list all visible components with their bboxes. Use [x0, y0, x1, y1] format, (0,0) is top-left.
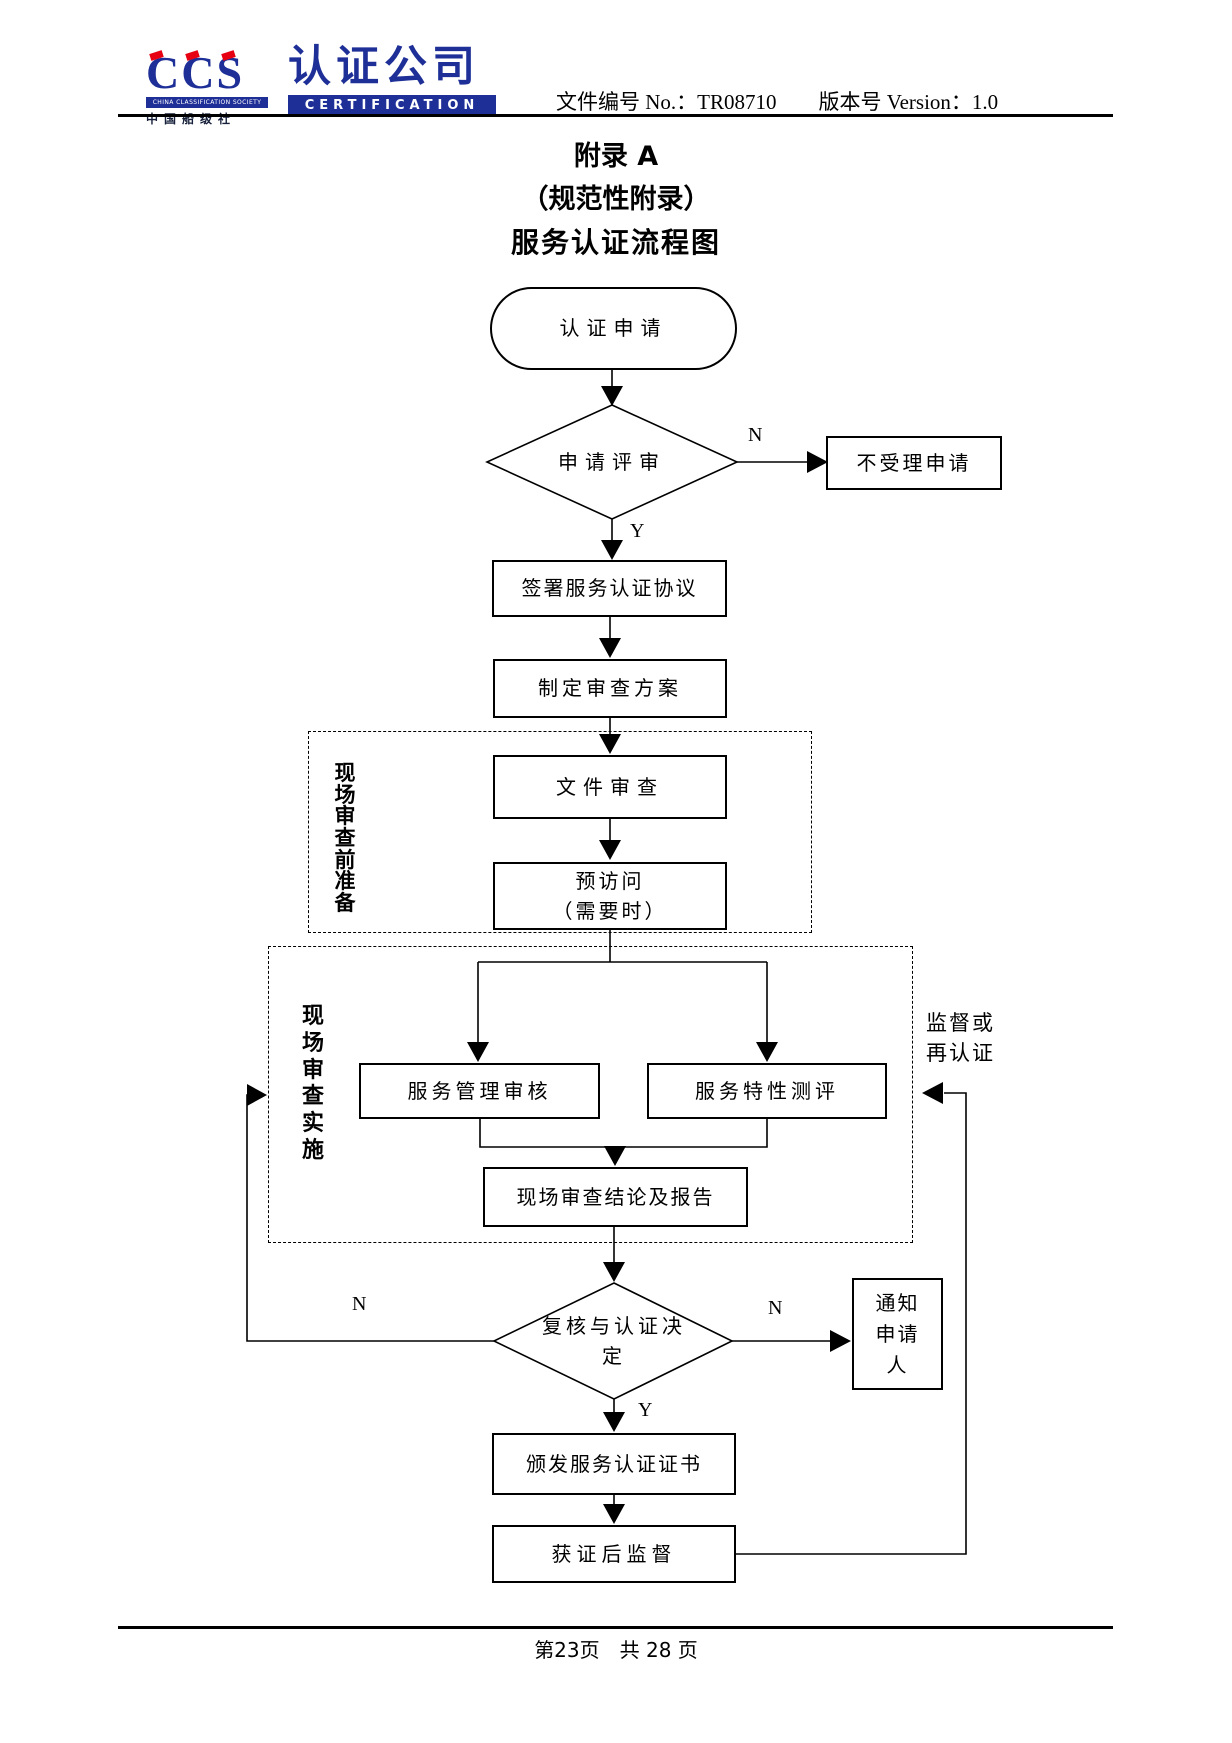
document-number: 文件编号 No.：TR08710 [556, 90, 777, 114]
group-pre-onsite-frame [308, 731, 812, 933]
arrowhead-supervision-into-onsite [922, 1082, 943, 1104]
logo-certification-cn: 认证公司 [288, 42, 480, 92]
label-n-decision-right: N [768, 1297, 783, 1319]
flowchart-title: 服务认证流程图 [510, 226, 721, 259]
node-reject-application: 不受理申请 [826, 436, 1002, 490]
node-post-certification-supervision: 获证后监督 [492, 1525, 736, 1583]
appendix-title: 附录 A [573, 141, 659, 172]
node-service-management-audit: 服务管理审核 [359, 1063, 600, 1119]
node-service-characteristic-eval: 服务特性测评 [647, 1063, 887, 1119]
group-pre-onsite-label: 现场审查前准备 [334, 761, 356, 915]
group-onsite-label: 现场审查实施 [301, 1004, 324, 1164]
document-version: 版本号 Version：1.0 [818, 90, 999, 114]
node-start: 认证申请 [490, 287, 737, 370]
node-review-certification-decision: 复核与认证决 定 [542, 1314, 686, 1368]
label-y-decision: Y [638, 1399, 653, 1421]
label-n-review: N [748, 424, 763, 446]
node-document-review: 文件审查 [493, 755, 727, 819]
arrowhead-into-notify [830, 1330, 851, 1352]
label-n-decision-left: N [352, 1293, 367, 1315]
arrowhead-into-reject [807, 451, 828, 473]
document-meta: 文件编号 No.：TR08710 版本号 Version：1.0 [556, 86, 998, 116]
arrowhead-into-decision [603, 1262, 625, 1282]
footer-rule [118, 1626, 1113, 1629]
logo-society-bar: CHINA CLASSIFICATION SOCIETY [146, 97, 268, 108]
label-supervision-recertification: 监督或 再认证 [926, 1011, 995, 1066]
appendix-subtitle: （规范性附录） [521, 184, 711, 215]
arrowhead-n-loop-into-onsite [247, 1084, 267, 1106]
node-pre-visit: 预访问 （需要时） [493, 862, 727, 930]
arrowhead-into-issue [603, 1412, 625, 1432]
arrowhead-into-sign [601, 540, 623, 560]
arrowhead-into-plan [599, 638, 621, 658]
logo-certification-en: CERTIFICATION [288, 95, 496, 116]
node-make-audit-plan: 制定审查方案 [493, 659, 727, 718]
label-y-review: Y [630, 520, 645, 542]
logo-chinese-name: 中国船级社 [146, 112, 237, 126]
arrowhead-into-review [601, 386, 623, 406]
page-number: 第23页 共 28 页 [534, 1638, 698, 1662]
header-rule [118, 114, 1113, 117]
node-issue-certificate: 颁发服务认证证书 [492, 1433, 736, 1495]
node-application-review: 申请评审 [558, 450, 666, 474]
node-notify-applicant: 通知 申请 人 [852, 1278, 943, 1390]
arrowhead-into-postcert [603, 1504, 625, 1524]
node-onsite-conclusion-report: 现场审查结论及报告 [483, 1167, 748, 1227]
node-sign-agreement: 签署服务认证协议 [492, 560, 727, 617]
